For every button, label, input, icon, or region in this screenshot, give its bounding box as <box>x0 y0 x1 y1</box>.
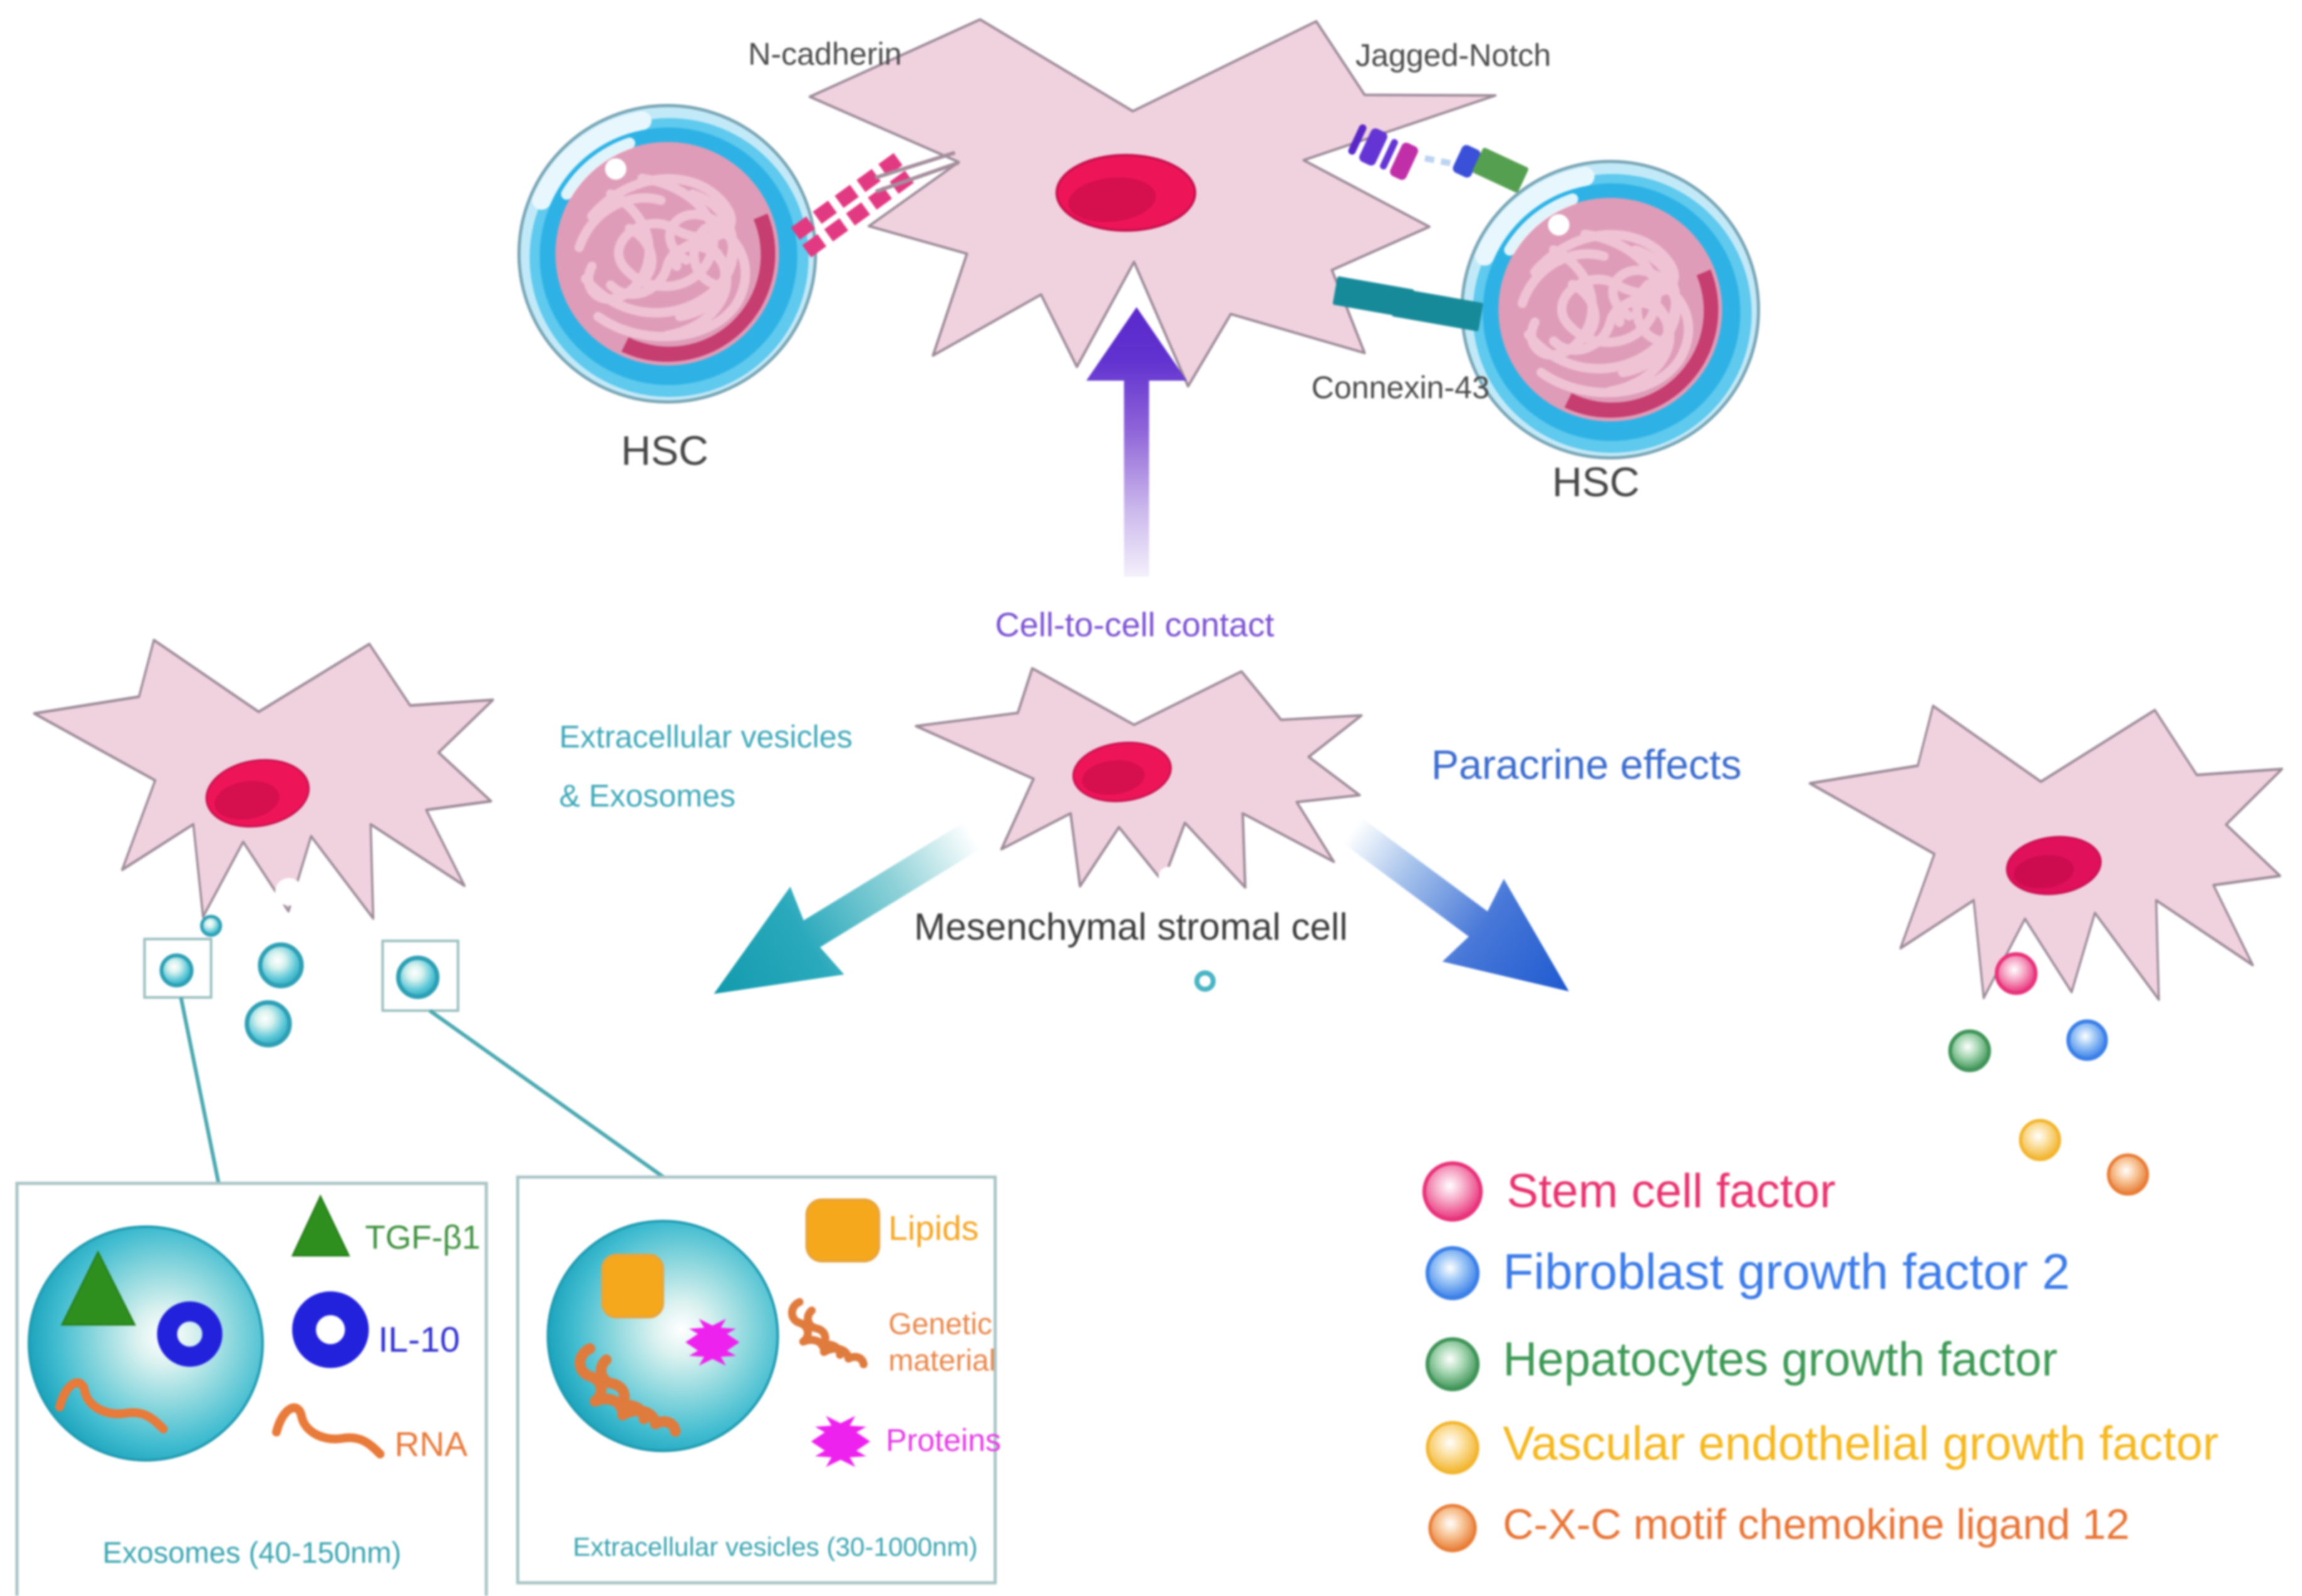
svg-text:Jagged-Notch: Jagged-Notch <box>1355 38 1551 73</box>
svg-text:Vascular endothelial growth fa: Vascular endothelial growth factor <box>1503 1417 2218 1470</box>
svg-text:Fibroblast growth factor 2: Fibroblast growth factor 2 <box>1503 1244 2070 1300</box>
svg-text:material: material <box>888 1344 996 1377</box>
svg-text:N-cadherin: N-cadherin <box>748 36 902 72</box>
svg-text:Extracellular vesicles: Extracellular vesicles <box>559 719 853 754</box>
svg-text:Hepatocytes growth factor: Hepatocytes growth factor <box>1503 1333 2058 1386</box>
svg-text:Connexin-43: Connexin-43 <box>1311 370 1490 405</box>
svg-text:RNA: RNA <box>395 1425 467 1463</box>
svg-text:HSC: HSC <box>621 427 708 474</box>
svg-text:HSC: HSC <box>1552 459 1639 505</box>
svg-text:Cell-to-cell contact: Cell-to-cell contact <box>995 606 1274 644</box>
svg-text:IL-10: IL-10 <box>378 1320 460 1360</box>
svg-text:Mesenchymal stromal cell: Mesenchymal stromal cell <box>914 906 1348 948</box>
svg-text:Genetic: Genetic <box>888 1308 992 1341</box>
svg-text:Lipids: Lipids <box>888 1208 979 1247</box>
svg-text:Exosomes (40-150nm): Exosomes (40-150nm) <box>102 1536 401 1569</box>
svg-text:TGF-β1: TGF-β1 <box>365 1219 481 1256</box>
svg-text:C-X-C motif chemokine ligand 1: C-X-C motif chemokine ligand 12 <box>1503 1501 2130 1548</box>
svg-text:& Exosomes: & Exosomes <box>559 778 736 813</box>
svg-text:Paracrine effects: Paracrine effects <box>1431 741 1742 788</box>
svg-text:Stem cell factor: Stem cell factor <box>1507 1164 1836 1218</box>
svg-text:Proteins: Proteins <box>886 1423 1001 1458</box>
svg-text:Extracellular vesicles (30-100: Extracellular vesicles (30-1000nm) <box>573 1532 978 1561</box>
